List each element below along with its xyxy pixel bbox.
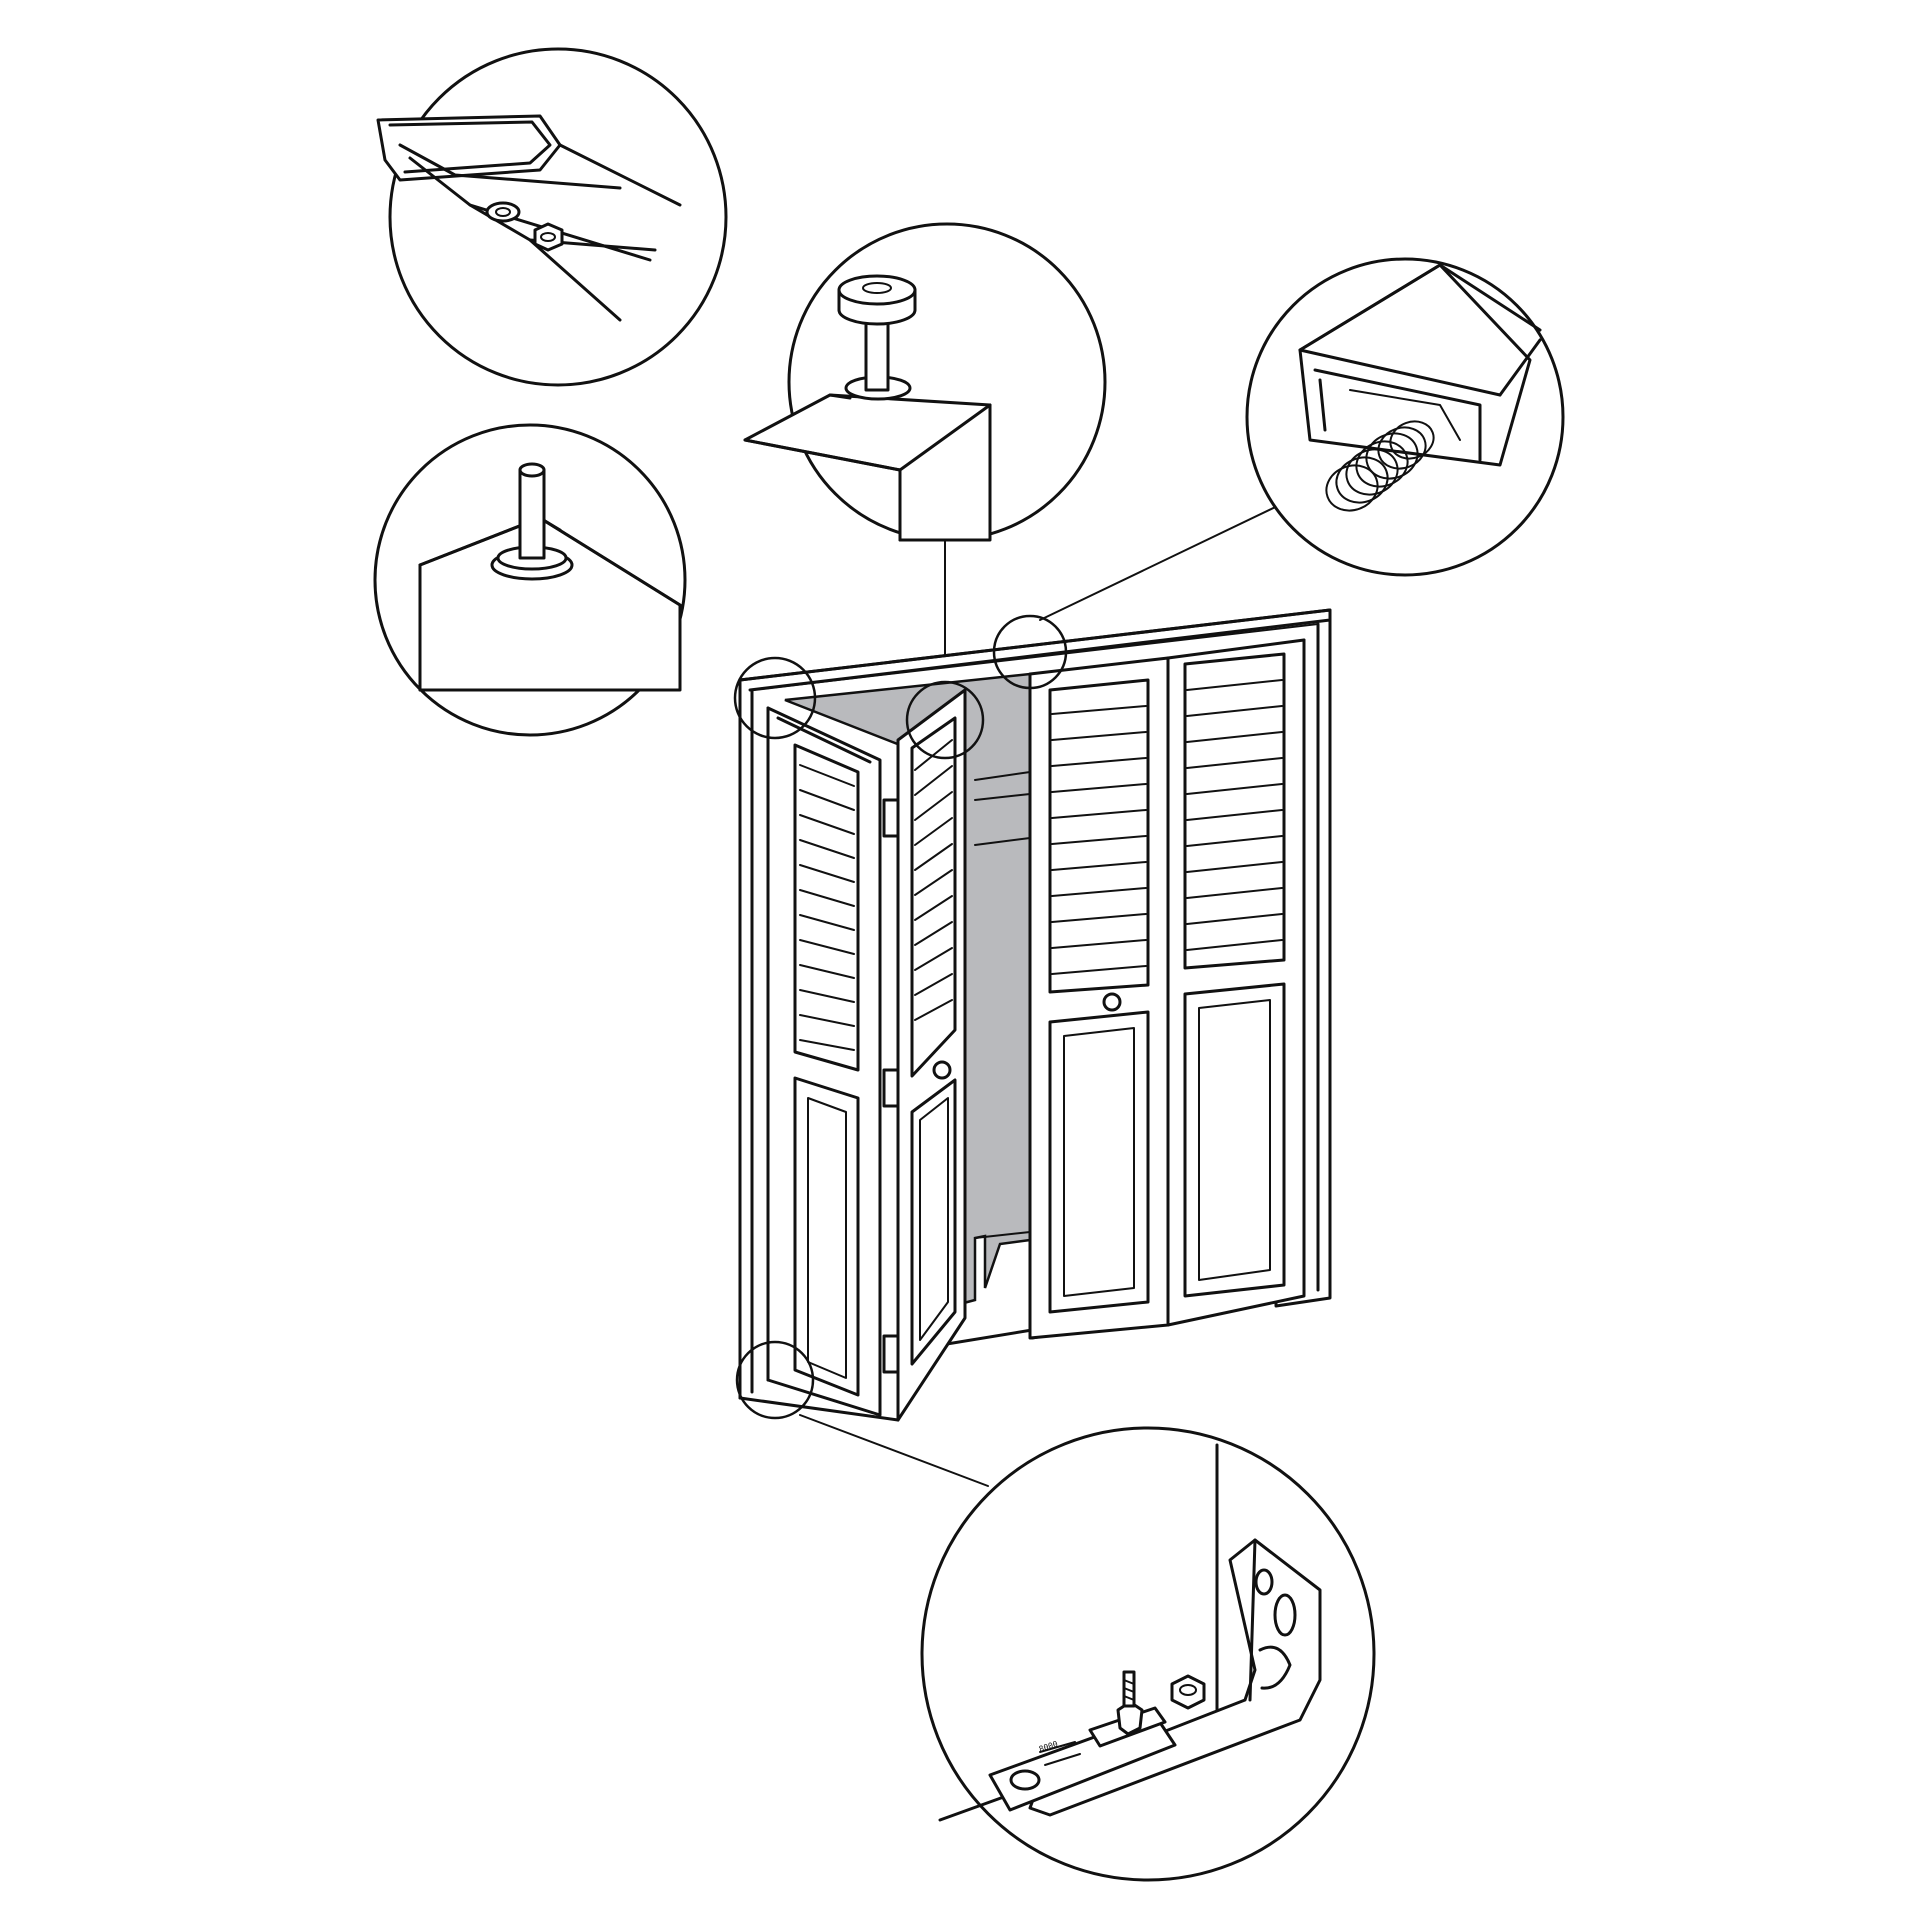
- bottom-pivot-bracket-callout: 8000: [920, 1426, 1376, 1882]
- pivot-pin-icon: [418, 462, 682, 692]
- top-pivot-pin-callout: [373, 423, 687, 737]
- top-track-guide-callout: [376, 47, 728, 387]
- right-panel-a-louvers: [1051, 705, 1147, 975]
- locator-ring-bottom-left: [735, 1340, 815, 1420]
- top-guide-wheel-callout: [743, 222, 1107, 542]
- left-inner-door-panel: [896, 688, 967, 1422]
- right-panel-b-louvers: [1186, 679, 1283, 951]
- spring-roller-callout: [1245, 257, 1565, 577]
- track-bracket-icon: [376, 114, 682, 322]
- door-knob-right: [1102, 992, 1122, 1012]
- door-assembly: [733, 608, 1332, 1422]
- spring-icon: [1298, 263, 1542, 512]
- spring-coils: [1325, 420, 1435, 512]
- guide-wheel-icon: [743, 274, 992, 542]
- bottom-bracket-icon: 8000: [938, 1443, 1322, 1822]
- inner-panel-louvers: [914, 739, 953, 1021]
- door-knob: [932, 1060, 952, 1080]
- locator-ring-top-pivot: [905, 680, 985, 760]
- left-panel-louvers: [799, 764, 855, 1051]
- locator-ring-top-left: [733, 656, 817, 740]
- locator-ring-top-right: [992, 614, 1068, 690]
- right-door-pair: [1028, 638, 1306, 1340]
- left-door-panel: [766, 706, 882, 1417]
